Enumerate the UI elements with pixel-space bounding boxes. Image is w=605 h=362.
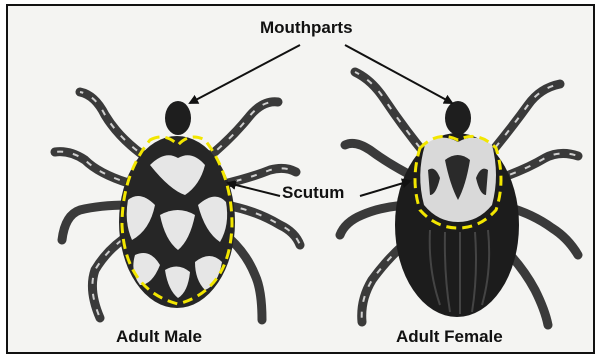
adult-male-label: Adult Male <box>116 327 202 347</box>
female-tick <box>340 72 578 325</box>
male-tick <box>55 92 300 320</box>
adult-female-label: Adult Female <box>396 327 503 347</box>
mouthparts-arrow-male <box>190 45 300 103</box>
scutum-arrow-male <box>228 183 280 196</box>
male-mouthparts <box>165 101 191 135</box>
scutum-label: Scutum <box>282 183 344 203</box>
mouthparts-label: Mouthparts <box>260 18 353 38</box>
female-mouthparts <box>445 101 471 135</box>
